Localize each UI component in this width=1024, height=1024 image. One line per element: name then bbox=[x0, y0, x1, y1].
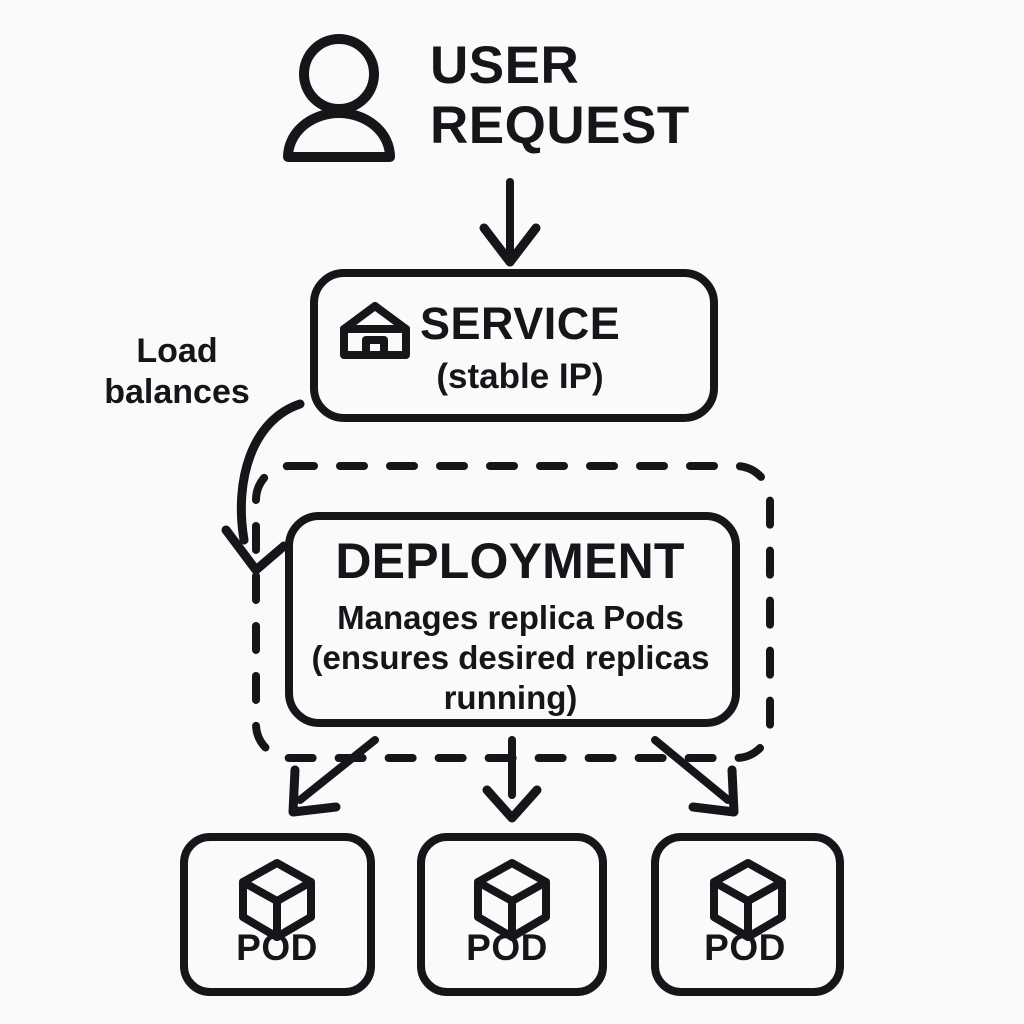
arrow-user-to-service bbox=[479, 178, 541, 267]
cube-icon-1 bbox=[474, 859, 550, 941]
cube-icon-2 bbox=[710, 859, 786, 941]
arrow-deployment-to-pod-left bbox=[288, 736, 379, 817]
arrow-deployment-to-pod-right bbox=[651, 736, 739, 817]
arrow-load-balances bbox=[221, 399, 305, 575]
pod-box-1[interactable] bbox=[417, 833, 607, 996]
person-icon bbox=[283, 34, 395, 162]
deployment-dashed-boundary bbox=[252, 462, 774, 762]
pod-box-0[interactable] bbox=[180, 833, 375, 996]
cube-icon-0 bbox=[239, 859, 315, 941]
pod-box-2[interactable] bbox=[651, 833, 844, 996]
arrow-deployment-to-pod-center bbox=[482, 736, 542, 823]
service-box[interactable] bbox=[310, 269, 718, 422]
deployment-box[interactable] bbox=[285, 512, 740, 727]
house-icon bbox=[340, 302, 410, 359]
